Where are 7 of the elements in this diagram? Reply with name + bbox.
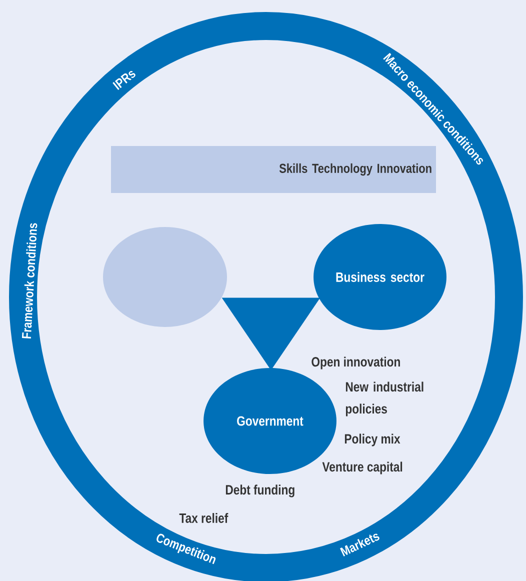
empty-ellipse	[103, 227, 227, 327]
band-box: Skills Technology Innovation	[111, 146, 436, 193]
policy-label: Open innovation	[312, 356, 400, 370]
ring-label: IPRs	[112, 70, 136, 90]
policy-label: Tax relief	[179, 513, 228, 523]
policy-label: New industrial policies	[346, 382, 424, 416]
ring-label: Framework conditions	[22, 223, 38, 338]
